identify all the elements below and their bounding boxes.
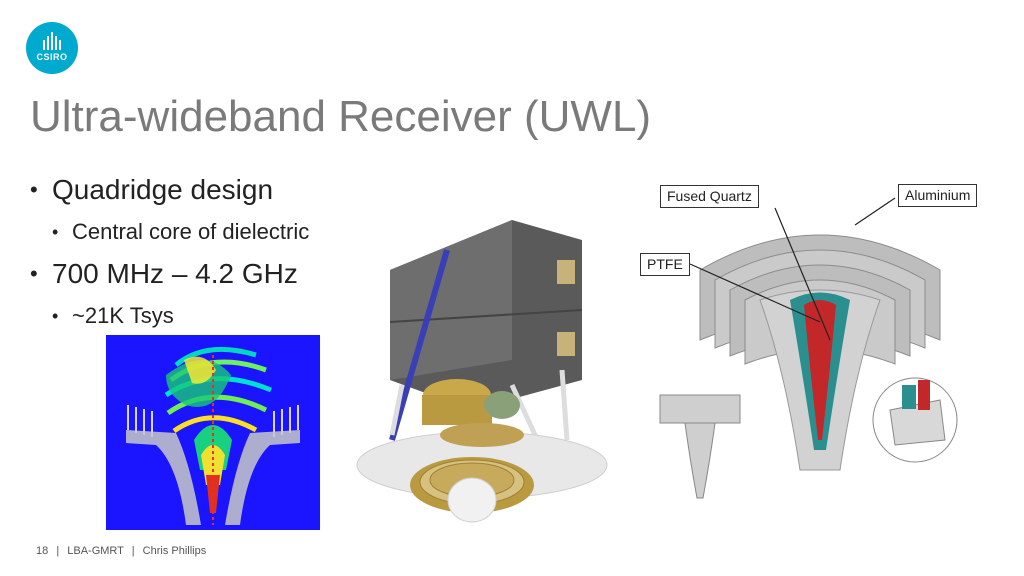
bullet-text: Quadridge design xyxy=(52,174,274,205)
bullet-icon: • xyxy=(52,222,59,242)
bullet-icon: • xyxy=(30,261,38,286)
ptfe-label: PTFE xyxy=(640,253,690,276)
sub-bullet-item: • ~21K Tsys xyxy=(30,298,370,340)
feed-cutaway-image xyxy=(659,234,958,499)
bullet-item: • 700 MHz – 4.2 GHz xyxy=(30,256,370,298)
fused-quartz-label: Fused Quartz xyxy=(660,185,759,208)
bullet-icon: • xyxy=(52,306,59,326)
bullet-text: ~21K Tsys xyxy=(72,303,174,328)
footer-separator: | xyxy=(131,545,135,557)
bullet-icon: • xyxy=(30,177,38,202)
receiver-assembly-image xyxy=(356,220,608,523)
csiro-logo: CSIRO xyxy=(26,22,78,74)
bullet-item: • Quadridge design xyxy=(30,172,370,214)
footer-event: LBA-GMRT xyxy=(67,545,124,557)
field-simulation-image xyxy=(106,335,320,530)
footer-separator: | xyxy=(56,545,60,557)
aluminium-label: Aluminium xyxy=(898,184,978,207)
logo-text: CSIRO xyxy=(36,52,68,62)
footer-author: Chris Phillips xyxy=(142,545,207,557)
slide-footer: 18 | LBA-GMRT | Chris Phillips xyxy=(36,545,206,557)
bullet-list: • Quadridge design • Central core of die… xyxy=(30,172,370,340)
page-number: 18 xyxy=(36,545,49,557)
bullet-text: 700 MHz – 4.2 GHz xyxy=(52,258,298,289)
logo-bars-icon xyxy=(43,32,61,50)
slide-title: Ultra-wideband Receiver (UWL) xyxy=(30,92,652,141)
bullet-text: Central core of dielectric xyxy=(72,219,310,244)
sub-bullet-item: • Central core of dielectric xyxy=(30,214,370,256)
